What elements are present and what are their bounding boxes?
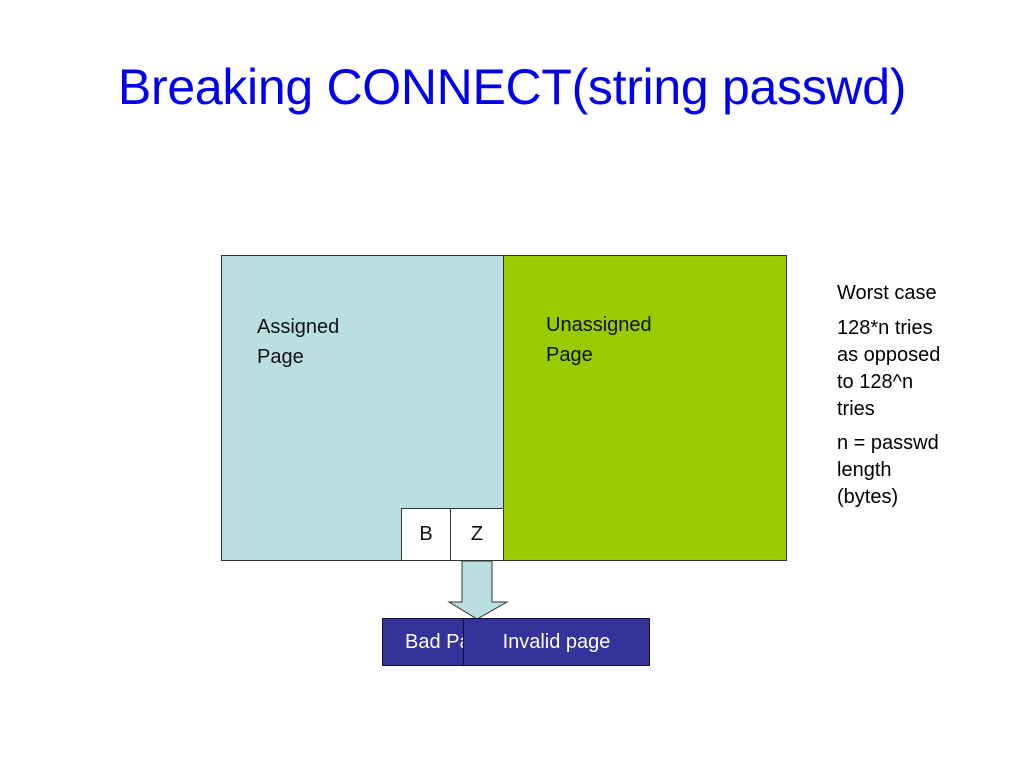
byte-cell-z: Z xyxy=(450,508,504,561)
assigned-page-label: Assigned Page xyxy=(257,316,340,368)
slide-title: Breaking CONNECT(string passwd) xyxy=(117,59,907,115)
unassigned-page-box xyxy=(503,255,787,561)
invalid-page-box: Invalid page xyxy=(463,618,650,666)
note-worst-case: Worst case xyxy=(837,282,937,304)
note-tries: 128*n tries as opposed to 128^n tries xyxy=(837,317,941,420)
side-notes: Worst case 128*n tries as opposed to 128… xyxy=(837,280,1007,519)
down-arrow-icon xyxy=(447,561,509,620)
note-length: n = passwd length (bytes) xyxy=(837,432,939,508)
unassigned-page-label: Unassigned Page xyxy=(546,314,652,366)
byte-cell-b: B xyxy=(401,508,451,561)
